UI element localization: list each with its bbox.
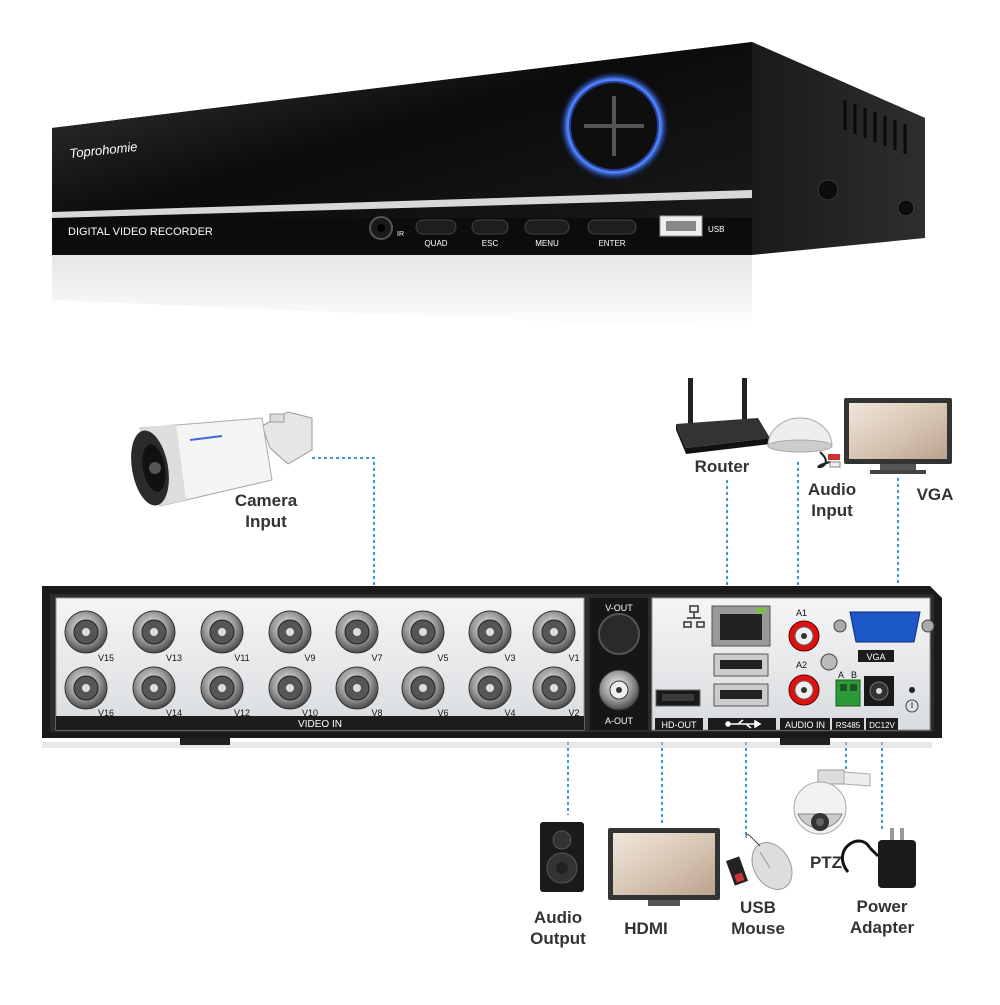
bnc-connector: V4 bbox=[468, 666, 516, 718]
rs485-a-label: A bbox=[838, 670, 844, 680]
video-channel-label: V9 bbox=[304, 653, 315, 663]
rs485-label: RS485 bbox=[836, 721, 861, 730]
a1-label: A1 bbox=[796, 608, 807, 618]
esc-button-label: ESC bbox=[482, 239, 499, 248]
bnc-connector: V11 bbox=[200, 610, 250, 663]
usb-mouse-icon bbox=[725, 833, 793, 890]
vga-port-label: VGA bbox=[866, 652, 885, 662]
bnc-connector: V14 bbox=[132, 666, 182, 718]
audio-in-label: AUDIO IN bbox=[785, 720, 825, 730]
ir-label: IR bbox=[397, 231, 404, 238]
video-channel-label: V1 bbox=[568, 653, 579, 663]
quad-button-label: QUAD bbox=[424, 239, 447, 248]
model-label: DIGITAL VIDEO RECORDER bbox=[68, 226, 213, 238]
rs485-b-label: B bbox=[851, 670, 857, 680]
bnc-connector: V15 bbox=[64, 610, 114, 663]
speaker-icon bbox=[540, 822, 584, 892]
bnc-connector: V5 bbox=[401, 610, 449, 663]
bnc-connector: V6 bbox=[401, 666, 449, 718]
ptz-label: PTZ bbox=[809, 853, 843, 872]
menu-button-label: MENU bbox=[535, 239, 559, 248]
hdmi-label: HDMI bbox=[624, 919, 668, 938]
rear-panel-labels: VIDEO IN V-OUT A-OUT HD-OUT AUDIO IN A1 … bbox=[298, 603, 896, 730]
bnc-connector: V8 bbox=[335, 666, 383, 718]
ptz-camera-icon bbox=[793, 769, 871, 835]
bnc-connector: V1 bbox=[532, 610, 580, 663]
usb-front-label: USB bbox=[708, 225, 724, 234]
video-channel-label: V7 bbox=[371, 653, 382, 663]
bnc-connector: V16 bbox=[64, 666, 114, 718]
bnc-connector: V12 bbox=[200, 666, 250, 718]
video-channel-label: V16 bbox=[98, 708, 114, 718]
front-panel-labels: Toprohomie DIGITAL VIDEO RECORDER IR QUA… bbox=[68, 139, 724, 248]
video-channel-label: V15 bbox=[98, 653, 114, 663]
video-channel-label: V14 bbox=[166, 708, 182, 718]
video-channel-label: V11 bbox=[234, 653, 249, 663]
bnc-connector: V13 bbox=[132, 610, 182, 663]
power-adapter-icon bbox=[840, 828, 916, 888]
dvr-front-unit bbox=[52, 42, 925, 330]
video-channel-label: V5 bbox=[437, 653, 448, 663]
bullet-camera-icon bbox=[131, 411, 313, 507]
video-channel-label: V13 bbox=[166, 653, 182, 663]
connector-lines bbox=[312, 457, 899, 838]
rear-ports bbox=[598, 605, 935, 713]
bnc-connector: V3 bbox=[468, 610, 516, 663]
bnc-connector: V9 bbox=[268, 610, 316, 663]
enter-button-label: ENTER bbox=[598, 239, 625, 248]
brand-logo: Toprohomie bbox=[69, 139, 138, 161]
bnc-connector: V2 bbox=[532, 666, 580, 718]
video-channel-label: V6 bbox=[437, 708, 448, 718]
bnc-connector: V7 bbox=[335, 610, 383, 663]
video-channel-label: V10 bbox=[302, 708, 318, 718]
video-channel-label: V12 bbox=[234, 708, 250, 718]
video-in-label: VIDEO IN bbox=[298, 719, 342, 730]
router-label: Router bbox=[694, 457, 750, 476]
a2-label: A2 bbox=[796, 660, 807, 670]
camera-line bbox=[312, 457, 375, 585]
aout-label: A-OUT bbox=[605, 716, 634, 726]
video-channel-label: V4 bbox=[504, 708, 515, 718]
hdmi-monitor-icon bbox=[608, 828, 720, 906]
audio-mic-icon bbox=[767, 417, 841, 469]
vout-label: V-OUT bbox=[605, 603, 633, 613]
router-icon bbox=[676, 378, 770, 454]
bnc-connector: V10 bbox=[268, 666, 318, 718]
video-channel-label: V2 bbox=[568, 708, 579, 718]
video-channel-label: V3 bbox=[504, 653, 515, 663]
vga-monitor-icon bbox=[844, 398, 952, 474]
usb-symbol-icon bbox=[725, 719, 762, 729]
dc12v-label: DC12V bbox=[869, 721, 895, 730]
vga-label: VGA bbox=[916, 485, 954, 504]
video-channel-label: V8 bbox=[371, 708, 382, 718]
hdout-label: HD-OUT bbox=[662, 720, 697, 730]
